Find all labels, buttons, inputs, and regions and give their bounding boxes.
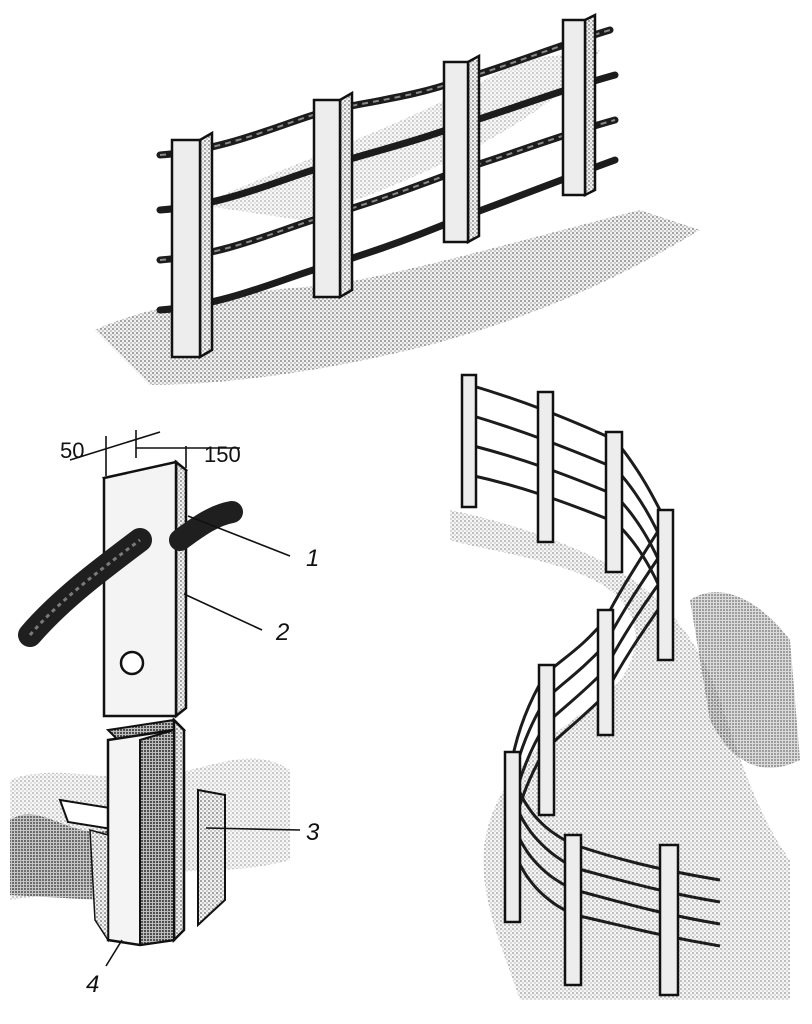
callout-2-label: 2 [275,619,289,646]
curved-fence-post [536,390,555,544]
dimension-label-50: 50 [60,438,84,463]
curved-fence-post [537,663,556,817]
dimension-marks [69,430,240,476]
top-fence-ground [95,210,700,385]
curved-fence-post [656,508,675,662]
curved-fence-post [604,430,624,574]
curved-fence-post [460,373,478,509]
curved-fence-post [503,750,522,924]
callout-1-label: 1 [306,545,319,572]
post-upper-section [18,459,243,719]
post-lower-section [10,716,290,947]
callout-1-leader [187,515,291,557]
top-fence-post [442,53,481,245]
callout-2-leader [183,593,263,631]
post-detail: 50 150 [10,430,320,998]
curved-fence-post [658,843,680,997]
callout-3-label: 3 [306,819,320,846]
bolt-hole [119,650,145,676]
top-rail-fence [95,12,700,385]
curved-wire-fence [450,373,800,1000]
top-fence-post [561,12,597,198]
callout-4-leader [105,939,123,967]
dimension-label-150: 150 [204,442,241,467]
callout-3-leader [205,827,301,831]
callout-4-label: 4 [86,971,99,998]
top-fence-post [170,130,214,360]
top-fence-rails [156,26,619,314]
top-fence-post [312,90,354,300]
curved-fence-post [563,833,583,987]
curved-fence-post [596,608,615,737]
